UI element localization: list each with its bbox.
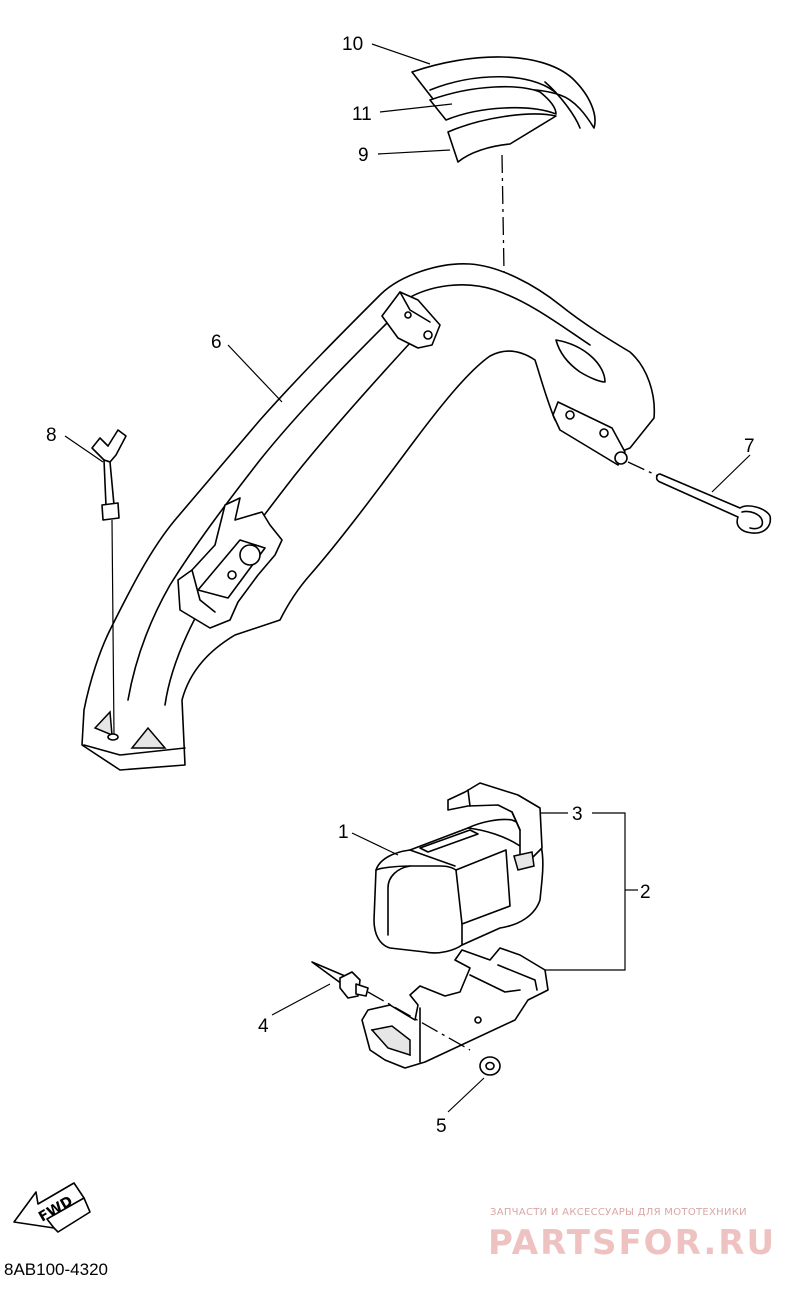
callout-9: 9 xyxy=(358,145,369,166)
watermark-tagline: ЗАПЧАСТИ И АКСЕССУАРЫ ДЛЯ МОТОТЕХНИКИ xyxy=(490,1207,747,1218)
callout-1: 1 xyxy=(338,822,349,843)
rear-fender xyxy=(81,263,656,771)
callout-4: 4 xyxy=(258,1016,269,1037)
callout-3: 3 xyxy=(572,804,583,825)
fwd-arrow: FWD xyxy=(13,1182,91,1233)
battery-tray xyxy=(361,947,549,1069)
battery-strap xyxy=(447,782,543,871)
nut xyxy=(479,1056,501,1076)
callout-2: 2 xyxy=(640,882,651,903)
wing-bolt xyxy=(91,429,127,741)
callout-6: 6 xyxy=(211,332,222,353)
callout-labels: 10 11 9 6 8 7 1 3 2 4 5 xyxy=(46,34,755,1137)
lock-pin xyxy=(627,461,772,534)
callout-5: 5 xyxy=(436,1116,447,1137)
screw xyxy=(311,961,471,1051)
watermark-brand: PARTSFOR.RU xyxy=(488,1223,776,1263)
callout-10: 10 xyxy=(342,34,363,55)
pad-stack xyxy=(411,56,596,163)
watermark: ЗАПЧАСТИ И АКСЕССУАРЫ ДЛЯ МОТОТЕХНИКИ PA… xyxy=(488,1207,776,1263)
callout-11: 11 xyxy=(352,104,372,125)
callout-8: 8 xyxy=(46,425,57,446)
callout-7: 7 xyxy=(744,436,755,457)
leader-lines xyxy=(64,43,751,1113)
axis-line xyxy=(501,154,506,331)
part-code: 8AB100-4320 xyxy=(4,1260,108,1279)
battery-box xyxy=(373,818,544,954)
